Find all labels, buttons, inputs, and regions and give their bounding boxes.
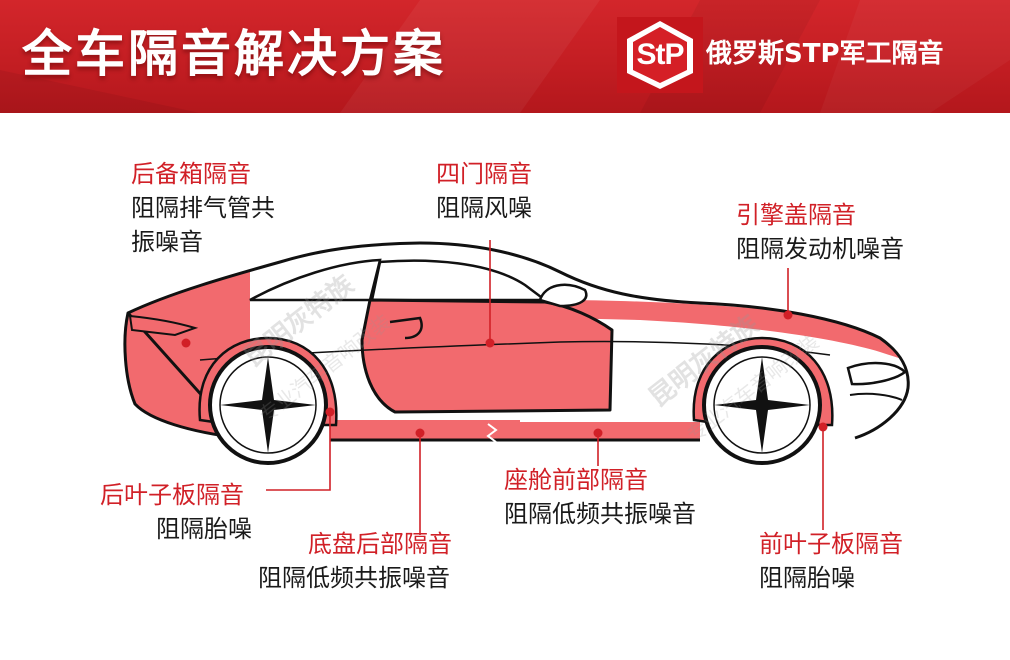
page-title: 全车隔音解决方案 (22, 25, 446, 83)
label-chassis-rear-title: 底盘后部隔音 (308, 530, 452, 558)
zone-door (360, 298, 614, 414)
front-bumper (849, 392, 903, 401)
zone-chassis-rear (330, 420, 520, 440)
taillight (128, 314, 199, 337)
label-doors-desc: 阻隔风噪 (436, 194, 532, 222)
dot-front-fender (818, 422, 828, 432)
sill-zigzag (486, 423, 498, 443)
label-chassis-rear-desc: 阻隔低频共振噪音 (258, 564, 450, 592)
door-handle (389, 316, 423, 340)
rear-wheel-spokes (220, 357, 316, 453)
headlight (846, 361, 907, 386)
stp-logo-icon (617, 17, 703, 93)
label-hood-title: 引擎盖隔音 (736, 201, 856, 229)
front-wheel-spokes (714, 357, 810, 453)
leader-rear-fender (266, 412, 331, 491)
label-rear-fender: 后叶子板隔音 阻隔胎噪 (100, 478, 252, 546)
label-doors: 四门隔音 阻隔风噪 (436, 157, 532, 225)
label-hood: 引擎盖隔音 阻隔发动机噪音 (736, 198, 904, 266)
leader-dots (181, 310, 828, 438)
dot-doors (485, 338, 495, 348)
label-rear-fender-desc: 阻隔胎噪 (156, 515, 252, 543)
car-illustration (123, 240, 910, 535)
label-trunk: 后备箱隔音 阻隔排气管共 振噪音 (131, 157, 275, 259)
label-trunk-desc-2: 振噪音 (131, 228, 203, 256)
label-front-fender: 前叶子板隔音 阻隔胎噪 (759, 527, 903, 595)
label-rear-fender-title: 后叶子板隔音 (100, 481, 244, 509)
label-chassis-rear: 底盘后部隔音 阻隔低频共振噪音 (258, 527, 452, 595)
brand-name: 俄罗斯STP军工隔音 (706, 39, 944, 69)
dot-cabin-front (593, 428, 603, 438)
label-hood-desc: 阻隔发动机噪音 (736, 235, 904, 263)
dot-rear-fender (325, 407, 335, 417)
side-window (370, 259, 549, 302)
side-mirror (538, 283, 588, 308)
zone-hood (560, 300, 905, 360)
label-cabin-front-title: 座舱前部隔音 (504, 466, 648, 494)
label-doors-title: 四门隔音 (436, 160, 532, 188)
label-cabin-front-desc: 阻隔低频共振噪音 (504, 500, 696, 528)
label-trunk-title: 后备箱隔音 (131, 160, 251, 188)
leader-lines (266, 240, 824, 535)
label-front-fender-desc: 阻隔胎噪 (759, 564, 855, 592)
dot-hood (783, 310, 793, 320)
dot-chassis-rear (415, 428, 425, 438)
label-cabin-front: 座舱前部隔音 阻隔低频共振噪音 (504, 463, 696, 531)
logo-text: StP (636, 38, 684, 71)
rear-window (249, 258, 382, 302)
label-trunk-desc-1: 阻隔排气管共 (131, 194, 275, 222)
dot-trunk (181, 338, 191, 348)
stp-logo: StP (617, 17, 703, 93)
header-banner: 全车隔音解决方案 StP 俄罗斯STP军工隔音 (0, 0, 1010, 113)
label-front-fender-title: 前叶子板隔音 (759, 530, 903, 558)
